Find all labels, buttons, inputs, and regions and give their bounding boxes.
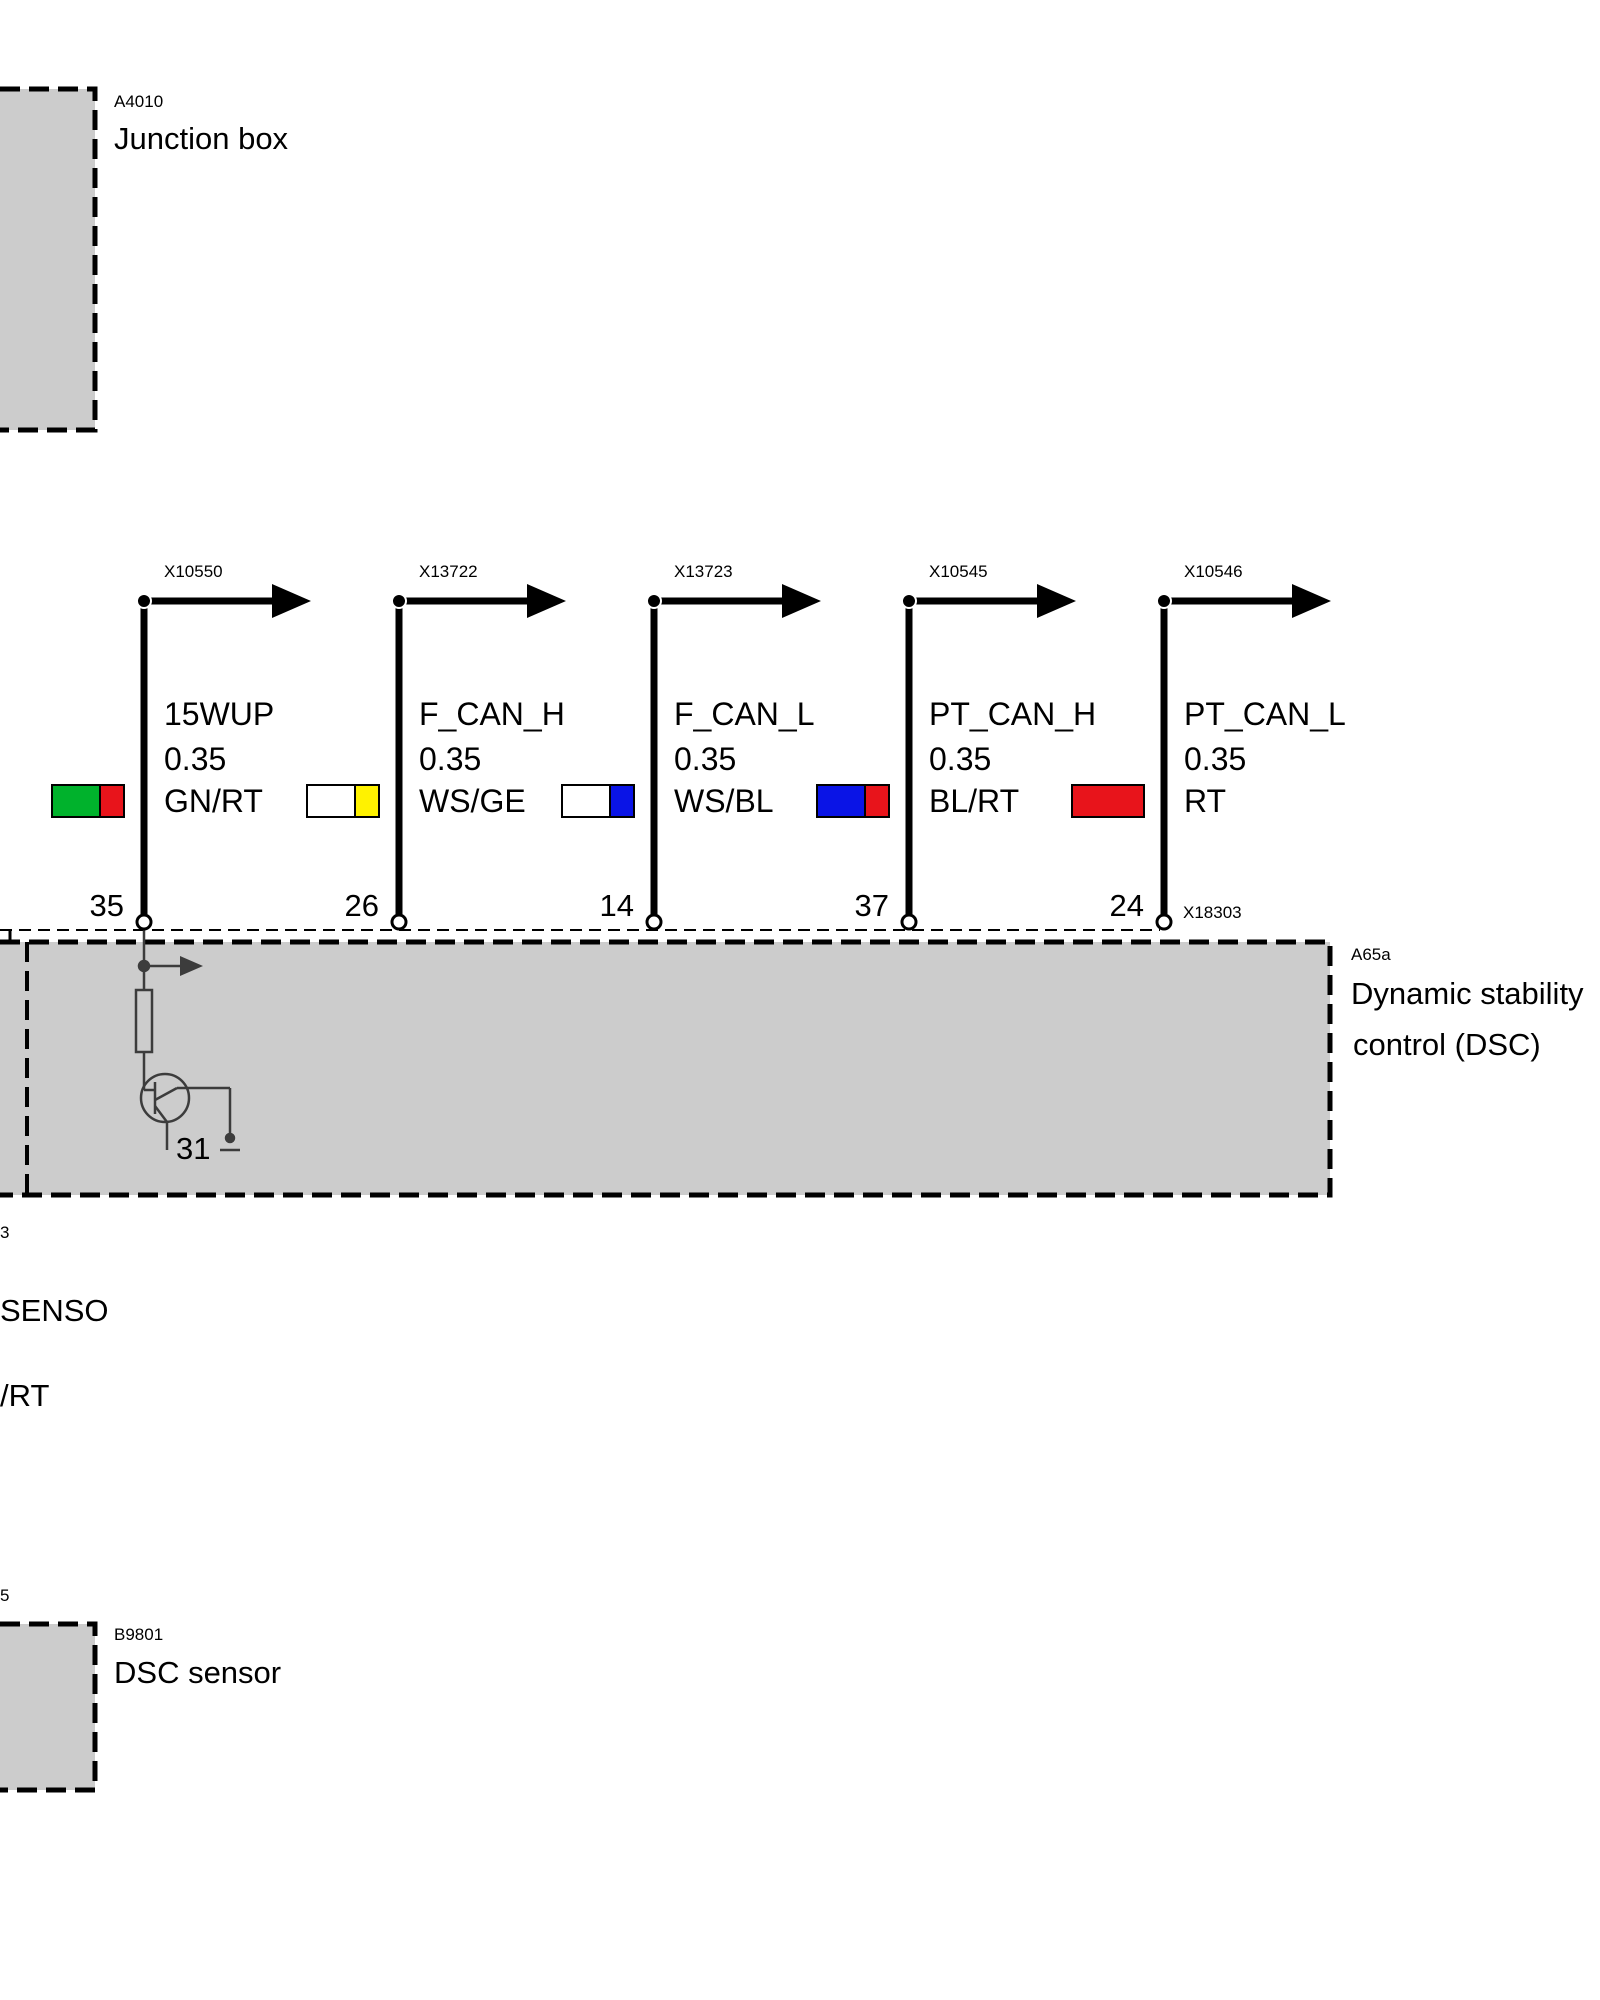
wire-color-swatch: [1071, 784, 1145, 818]
wire-color-code: BL/RT: [929, 783, 1019, 819]
wire-gauge: 0.35: [419, 741, 481, 777]
junction-dot: [901, 593, 917, 609]
dsc-module-box: [0, 942, 1330, 1195]
wire-color-code: WS/GE: [419, 783, 526, 819]
connector-pin-icon: [900, 913, 918, 931]
wire-gauge: 0.35: [674, 741, 736, 777]
dsc-sensor-component: B9801 DSC sensor: [0, 1621, 281, 1793]
arrow-right-icon: [782, 584, 821, 618]
wire-color-code: WS/BL: [674, 783, 774, 819]
dsc-id: A65a: [1351, 945, 1391, 964]
wire-signal-name: PT_CAN_H: [929, 696, 1096, 732]
junction-box-id: A4010: [114, 92, 163, 111]
wire-signal-name: F_CAN_H: [419, 696, 565, 732]
junction-dot: [1156, 593, 1172, 609]
partial-id-label-2: 5: [0, 1586, 9, 1605]
arrow-right-icon: [1292, 584, 1331, 618]
junction-dot: [136, 593, 152, 609]
connector-pin-icon: [135, 913, 153, 931]
wire-connector-id: X13722: [419, 562, 478, 581]
dsc-name-line2: control (DSC): [1353, 1027, 1541, 1062]
dsc-name-line1: Dynamic stability: [1351, 976, 1584, 1011]
dsc-sensor-id: B9801: [114, 1625, 163, 1644]
wire-color-code: GN/RT: [164, 783, 263, 819]
wire-color-swatch: [51, 784, 125, 818]
junction-box-name: Junction box: [114, 121, 289, 156]
wire-color-swatch: [306, 784, 380, 818]
wire-pin-number: 14: [600, 888, 634, 923]
partial-left-labels: 3 SENSO /RT 5: [0, 1223, 109, 1605]
junction-box-component: A4010 Junction box: [0, 86, 289, 433]
dsc-sensor-name: DSC sensor: [114, 1655, 281, 1690]
arrow-right-icon: [527, 584, 566, 618]
connector-pin-icon: [390, 913, 408, 931]
wire-connector-id: X13723: [674, 562, 733, 581]
dsc-sensor-outline: [0, 1624, 95, 1790]
wire-color-code: RT: [1184, 783, 1226, 819]
wire-signal-name: PT_CAN_L: [1184, 696, 1346, 732]
partial-color-label: /RT: [0, 1378, 49, 1413]
internal-arrow-icon: [180, 956, 203, 976]
transistor-output-stage: [134, 924, 240, 1152]
transistor-icon: [139, 1072, 191, 1124]
connector-pin-icon: [645, 913, 663, 931]
junction-dot: [391, 593, 407, 609]
wire-connector-id: X10546: [1184, 562, 1243, 581]
wire-pin-number: 24: [1110, 888, 1144, 923]
wire-gauge: 0.35: [1184, 741, 1246, 777]
arrow-right-icon: [1037, 584, 1076, 618]
dsc-component: A65a Dynamic stability control (DSC) X18…: [0, 903, 1584, 1198]
internal-ground-label: 31: [176, 1131, 210, 1166]
dsc-connector-id: X18303: [1183, 903, 1242, 922]
wire-color-swatch: [816, 784, 890, 818]
partial-signal-label: SENSO: [0, 1293, 109, 1328]
wire-signal-name: 15WUP: [164, 696, 274, 732]
wire-signal-name: F_CAN_L: [674, 696, 815, 732]
connector-pin-icon: [1155, 913, 1173, 931]
wire-pin-number: 26: [345, 888, 379, 923]
wire-connector-id: X10550: [164, 562, 223, 581]
wire-gauge: 0.35: [164, 741, 226, 777]
wire-connector-id: X10545: [929, 562, 988, 581]
partial-id-label-1: 3: [0, 1223, 9, 1242]
junction-dot: [646, 593, 662, 609]
wire-pin-number: 37: [855, 888, 889, 923]
wire-pin-number: 35: [90, 888, 124, 923]
junction-box-outline: [0, 89, 95, 430]
arrow-right-icon: [272, 584, 311, 618]
wire-color-swatch: [561, 784, 635, 818]
wire-gauge: 0.35: [929, 741, 991, 777]
